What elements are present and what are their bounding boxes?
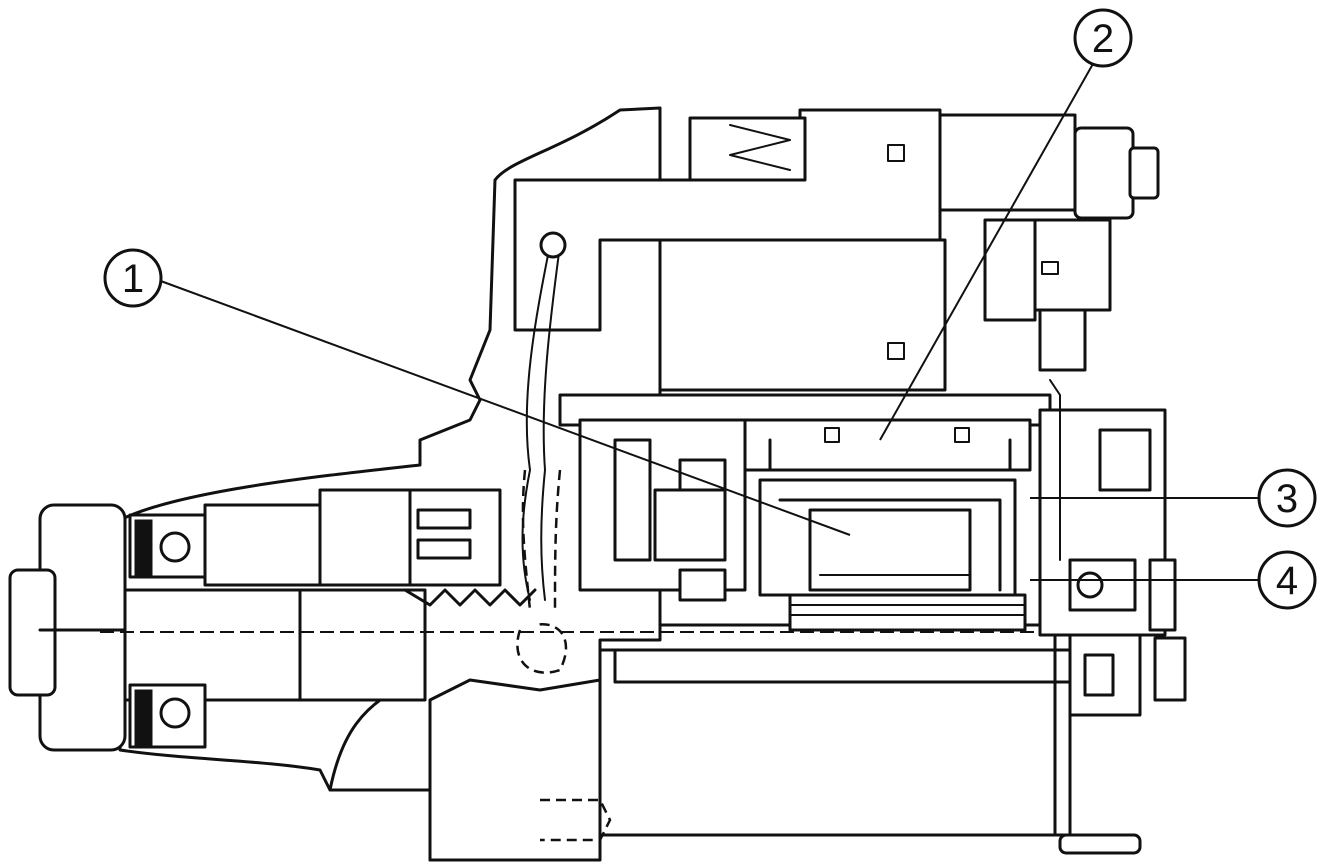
callout-3-label: 3 [1276,477,1298,521]
brush-end [1038,379,1177,637]
callout-4: 4 [1257,550,1317,610]
front-bearing-bottom [128,683,207,749]
leader-lines [157,54,1262,581]
reduction-gear-section [578,418,1027,632]
solenoid-core [558,393,1052,472]
callout-1: 1 [103,248,163,308]
callout-1-label: 1 [122,257,144,301]
wire-harness [516,231,568,674]
callout-2-label: 2 [1092,17,1114,61]
drive-shaft [100,588,1060,702]
clutch-assembly [203,488,502,587]
front-bearing-top [128,513,207,579]
leader-1 [157,279,851,536]
solenoid-switch [513,108,1160,392]
callout-2: 2 [1073,8,1133,68]
pinion-gear [8,503,127,752]
hidden-fastener [540,798,612,842]
callout-3: 3 [1257,468,1317,528]
leader-2 [879,54,1099,441]
motor-housing [598,623,1187,855]
callout-4-label: 4 [1276,559,1298,603]
